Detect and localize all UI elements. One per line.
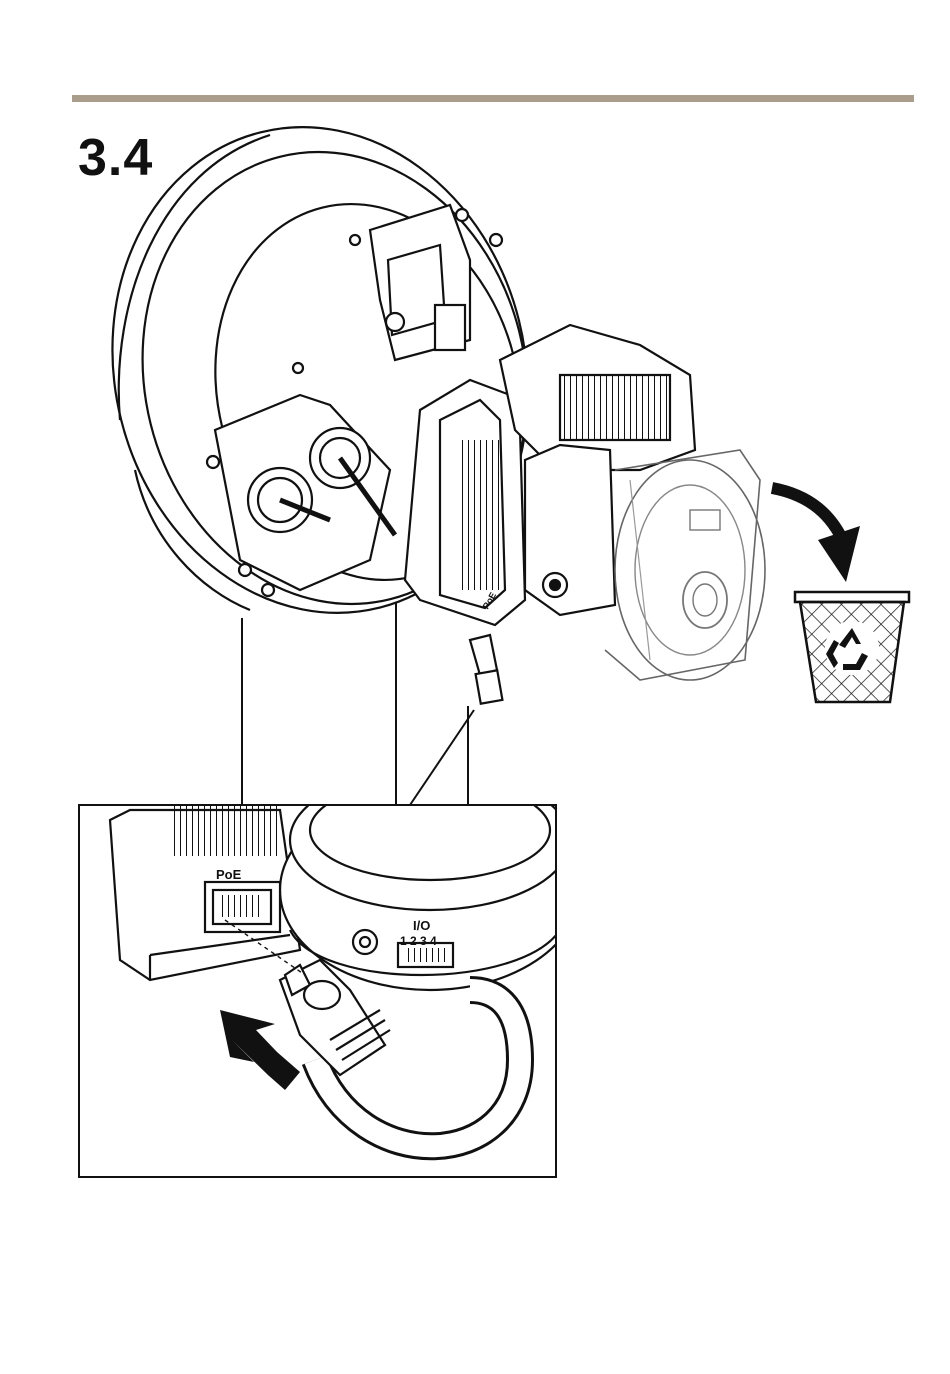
io-pins-label: 1 2 3 4 — [400, 934, 437, 948]
recycle-bin-icon — [795, 592, 909, 702]
callout-lines — [242, 602, 474, 805]
curved-arrow-icon — [772, 488, 860, 582]
detail-inset: PoE I/O 1 2 3 4 — [79, 770, 580, 1177]
poe-port-label: PoE — [216, 867, 242, 882]
io-title-label: I/O — [413, 918, 430, 933]
